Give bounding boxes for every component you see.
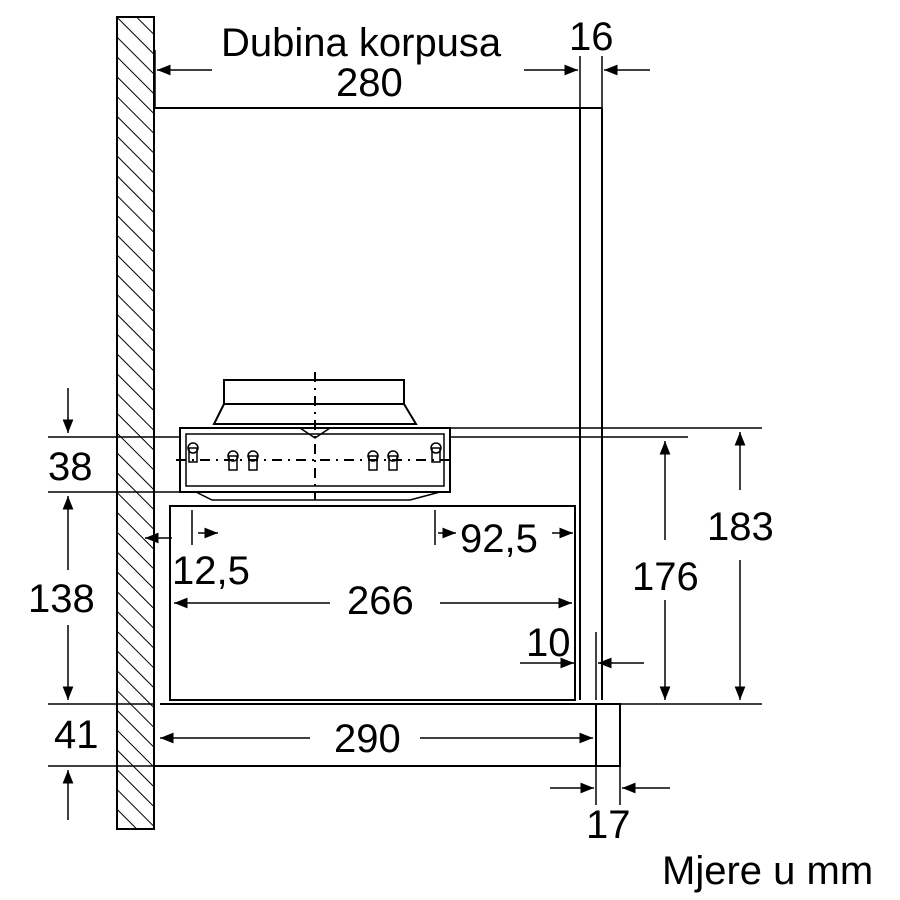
keyhole-slots xyxy=(187,442,442,471)
dimension-arrows xyxy=(62,64,746,820)
front-height-value: 41 xyxy=(54,713,99,757)
height-176-value: 176 xyxy=(632,555,699,599)
mounting-bracket xyxy=(176,427,455,501)
hood-body xyxy=(155,505,621,767)
wall xyxy=(116,16,155,830)
offset-left-value: 12,5 xyxy=(172,549,250,593)
cabinet-outline xyxy=(154,50,603,700)
cabinet-depth-title: Dubina korpusa xyxy=(221,21,502,65)
total-depth-value: 290 xyxy=(334,717,401,761)
units-note: Mjere u mm xyxy=(662,849,873,893)
front-thickness-value: 17 xyxy=(586,803,631,847)
height-183-value: 183 xyxy=(707,505,774,549)
cabinet-depth-value: 280 xyxy=(336,61,403,105)
door-gap-value: 10 xyxy=(526,621,571,665)
exhaust-collar xyxy=(212,372,418,500)
door-thickness-value: 16 xyxy=(569,15,614,59)
offset-right-value: 92,5 xyxy=(460,517,538,561)
body-height-value: 138 xyxy=(28,577,95,621)
body-width-value: 266 xyxy=(347,579,414,623)
bracket-height-value: 38 xyxy=(48,445,93,489)
reference-lines xyxy=(48,427,762,805)
